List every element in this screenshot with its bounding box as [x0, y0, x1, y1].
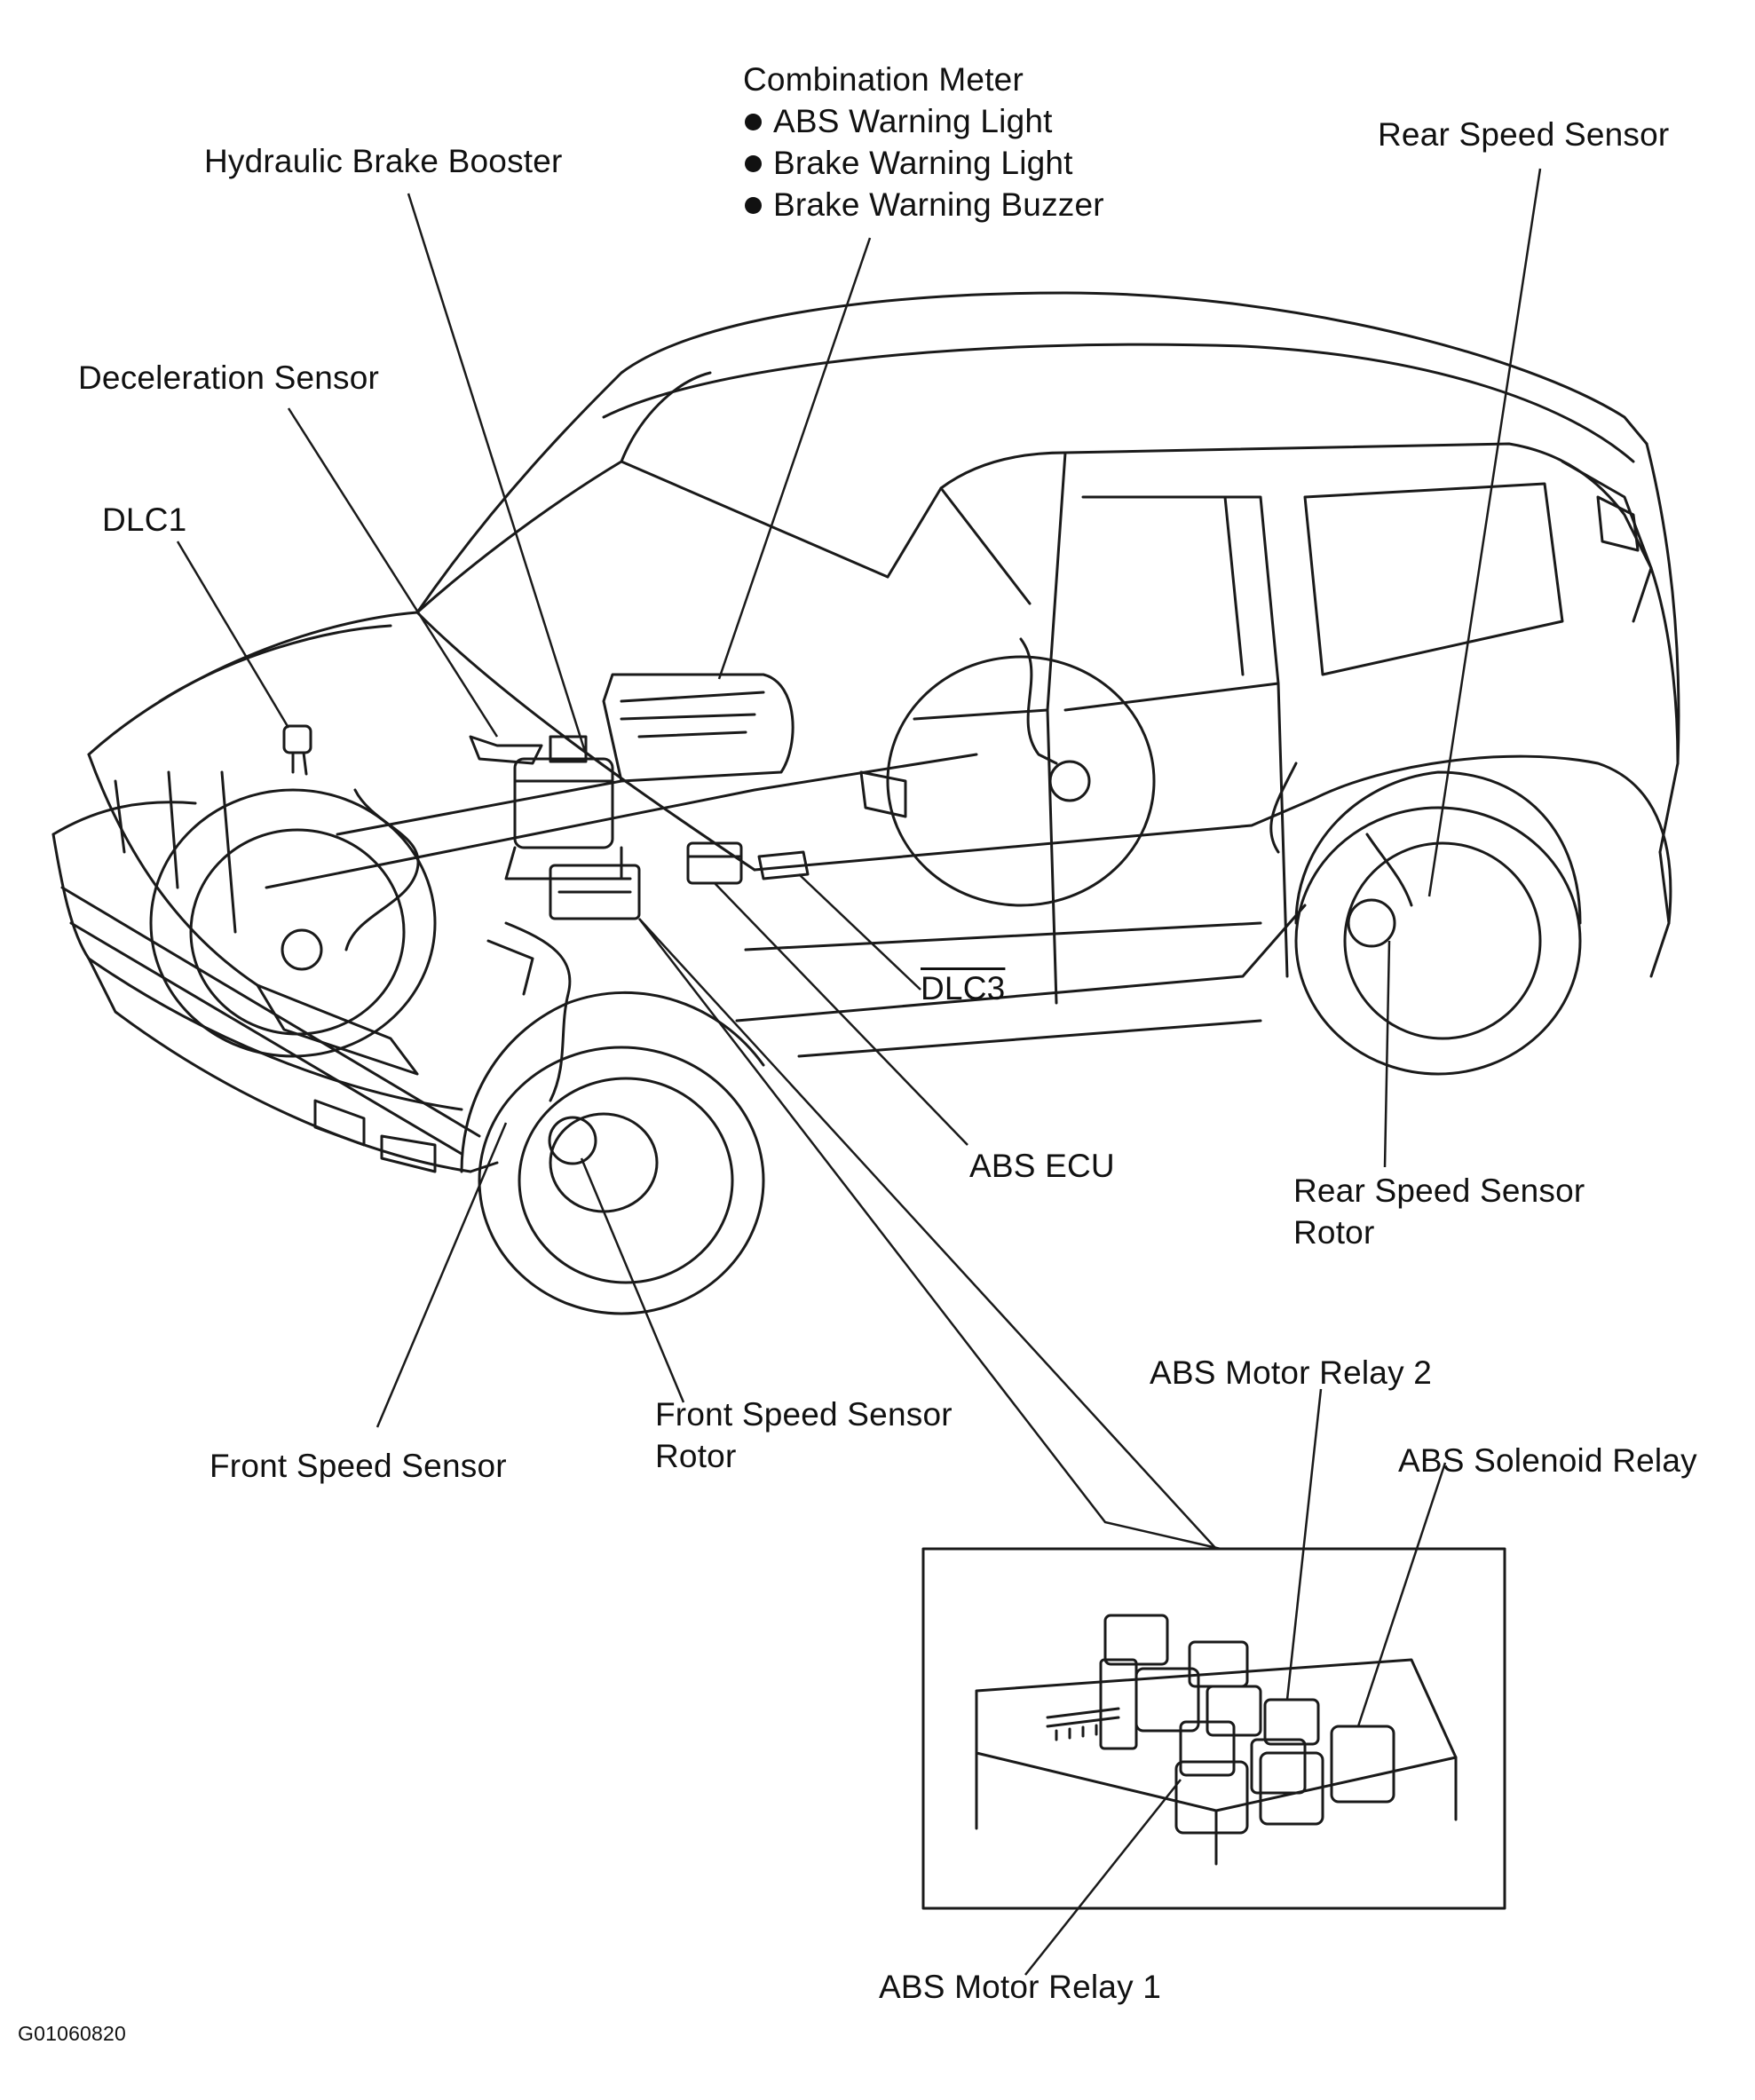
hydraulic-brake-booster-label: Hydraulic Brake Booster — [204, 143, 563, 179]
dlc3-component — [757, 850, 810, 880]
rear-speed-sensor-rotor-line-2: Rotor — [1293, 1214, 1375, 1251]
relay-block-component — [549, 864, 641, 920]
abs-ecu-label: ABS ECU — [969, 1148, 1115, 1184]
combination-meter-label: Combination Meter ABS Warning Light Brak… — [743, 59, 1104, 225]
vehicle-body — [51, 291, 1680, 1315]
leader-lines — [176, 168, 1542, 1976]
combination-meter-item-brake-warning-light: Brake Warning Light — [743, 142, 1104, 184]
figure-code-label: G01060820 — [18, 2022, 127, 2045]
leader-rear-speed-sensor-rotor — [1383, 940, 1391, 1168]
front-speed-sensor-rotor-line-1: Front Speed Sensor — [655, 1396, 953, 1433]
abs-motor-relay-1-label: ABS Motor Relay 1 — [879, 1969, 1162, 2005]
abs-ecu-component — [686, 841, 743, 885]
rear-speed-sensor-rotor-label: Rear Speed Sensor Rotor — [1293, 1170, 1585, 1253]
leader-front-speed-sensor — [376, 1122, 508, 1428]
dlc3-label: DLC3 — [921, 970, 1006, 1007]
leader-relay-inset — [638, 918, 1221, 1551]
front-speed-sensor-rotor-label: Front Speed Sensor Rotor — [655, 1393, 953, 1477]
leader-relay-inset-return — [638, 918, 1217, 1550]
leader-abs-ecu — [714, 882, 968, 1146]
leader-hydraulic-brake-booster — [407, 193, 588, 755]
leader-rear-speed-sensor — [1427, 168, 1542, 897]
leader-abs-motor-relay-1 — [1024, 1779, 1182, 1976]
rear-speed-sensor-rotor-line-1: Rear Speed Sensor — [1293, 1172, 1585, 1209]
speed-sensor-wiring — [281, 637, 1413, 1165]
leader-combination-meter — [717, 237, 872, 680]
rear-speed-sensor-label: Rear Speed Sensor — [1378, 116, 1670, 153]
deceleration-sensor-label: Deceleration Sensor — [78, 359, 380, 396]
front-speed-sensor-rotor-line-2: Rotor — [655, 1438, 737, 1474]
combination-meter-item-brake-warning-buzzer: Brake Warning Buzzer — [743, 184, 1104, 225]
combination-meter-title: Combination Meter — [743, 61, 1024, 98]
front-speed-sensor-label: Front Speed Sensor — [209, 1448, 507, 1484]
abs-motor-relay-2-label: ABS Motor Relay 2 — [1150, 1354, 1433, 1391]
leader-front-speed-sensor-rotor — [580, 1157, 685, 1403]
combination-meter-item-list: ABS Warning Light Brake Warning Light Br… — [743, 100, 1104, 225]
dlc1-component — [282, 724, 312, 776]
leader-abs-motor-relay-2 — [1285, 1388, 1323, 1701]
leader-deceleration-sensor — [287, 407, 499, 738]
leader-abs-solenoid-relay — [1356, 1462, 1447, 1727]
dlc1-label: DLC1 — [102, 501, 187, 538]
deceleration-sensor-component — [469, 735, 543, 765]
combination-meter-component — [602, 673, 794, 783]
leader-dlc3 — [798, 873, 921, 991]
hydraulic-brake-booster-component — [504, 735, 623, 880]
abs-solenoid-relay-label: ABS Solenoid Relay — [1398, 1442, 1697, 1479]
relay-box-inset — [921, 1547, 1506, 1910]
leader-dlc1 — [176, 541, 290, 729]
combination-meter-item-abs-warning-light: ABS Warning Light — [743, 100, 1104, 142]
